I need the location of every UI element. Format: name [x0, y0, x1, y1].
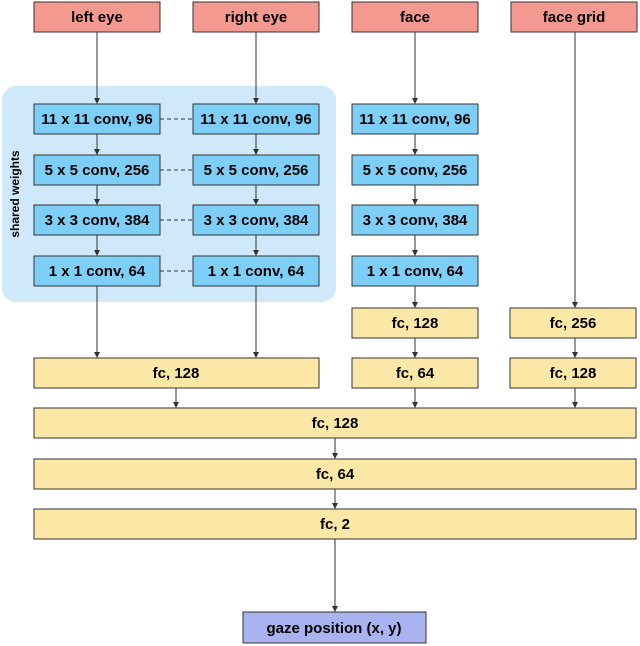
input-right-eye: right eye — [192, 1, 320, 33]
face-conv-1-label: 11 x 11 conv, 96 — [359, 111, 470, 128]
face-fc-2-label: fc, 64 — [396, 365, 435, 382]
shared-weights-region — [2, 86, 336, 302]
grid-fc-1-label: fc, 256 — [550, 315, 597, 332]
face-fc-2: fc, 64 — [351, 357, 479, 389]
right-eye-conv-3: 3 x 3 conv, 384 — [192, 204, 320, 236]
face-conv-2: 5 x 5 conv, 256 — [351, 154, 479, 186]
right-eye-conv-4-label: 1 x 1 conv, 64 — [208, 263, 305, 280]
right-eye-conv-1: 11 x 11 conv, 96 — [192, 103, 320, 135]
left-eye-conv-4-label: 1 x 1 conv, 64 — [49, 263, 146, 280]
left-eye-conv-2-label: 5 x 5 conv, 256 — [45, 162, 150, 179]
input-face: face — [351, 1, 479, 33]
eyes-fc-label: fc, 128 — [153, 365, 200, 382]
right-eye-conv-2-label: 5 x 5 conv, 256 — [204, 162, 309, 179]
right-eye-conv-4: 1 x 1 conv, 64 — [192, 255, 320, 287]
input-left-eye: left eye — [33, 1, 161, 33]
left-eye-conv-3-label: 3 x 3 conv, 384 — [45, 212, 150, 229]
left-eye-conv-4: 1 x 1 conv, 64 — [33, 255, 161, 287]
merged-fc-1-label: fc, 128 — [312, 415, 359, 432]
output-gaze-position-label: gaze position (x, y) — [266, 620, 401, 637]
face-fc-1-label: fc, 128 — [392, 315, 439, 332]
face-fc-1: fc, 128 — [351, 307, 479, 339]
output-gaze-position: gaze position (x, y) — [242, 611, 427, 644]
right-eye-conv-3-label: 3 x 3 conv, 384 — [204, 212, 309, 229]
left-eye-conv-2: 5 x 5 conv, 256 — [33, 154, 161, 186]
input-face-grid-label: face grid — [543, 9, 606, 26]
merged-fc-3: fc, 2 — [33, 508, 637, 540]
right-eye-conv-1-label: 11 x 11 conv, 96 — [200, 111, 311, 128]
face-conv-2-label: 5 x 5 conv, 256 — [363, 162, 468, 179]
face-conv-3: 3 x 3 conv, 384 — [351, 204, 479, 236]
face-conv-1: 11 x 11 conv, 96 — [351, 103, 479, 135]
left-eye-conv-1-label: 11 x 11 conv, 96 — [41, 111, 152, 128]
shared-weights-label: shared weights — [8, 150, 22, 238]
input-face-grid: face grid — [510, 1, 638, 33]
merged-fc-2-label: fc, 64 — [316, 466, 355, 483]
face-conv-4: 1 x 1 conv, 64 — [351, 255, 479, 287]
grid-fc-2-label: fc, 128 — [550, 365, 597, 382]
grid-fc-1: fc, 256 — [509, 307, 637, 339]
input-left-eye-label: left eye — [71, 9, 123, 26]
left-eye-conv-1: 11 x 11 conv, 96 — [33, 103, 161, 135]
face-conv-3-label: 3 x 3 conv, 384 — [363, 212, 468, 229]
input-face-label: face — [400, 9, 430, 26]
eyes-fc: fc, 128 — [33, 357, 320, 389]
merged-fc-2: fc, 64 — [33, 458, 637, 490]
left-eye-conv-3: 3 x 3 conv, 384 — [33, 204, 161, 236]
face-conv-4-label: 1 x 1 conv, 64 — [367, 263, 464, 280]
input-right-eye-label: right eye — [225, 9, 288, 26]
merged-fc-1: fc, 128 — [33, 407, 637, 439]
grid-fc-2: fc, 128 — [509, 357, 637, 389]
merged-fc-3-label: fc, 2 — [320, 516, 350, 533]
connectors — [94, 32, 578, 612]
right-eye-conv-2: 5 x 5 conv, 256 — [192, 154, 320, 186]
